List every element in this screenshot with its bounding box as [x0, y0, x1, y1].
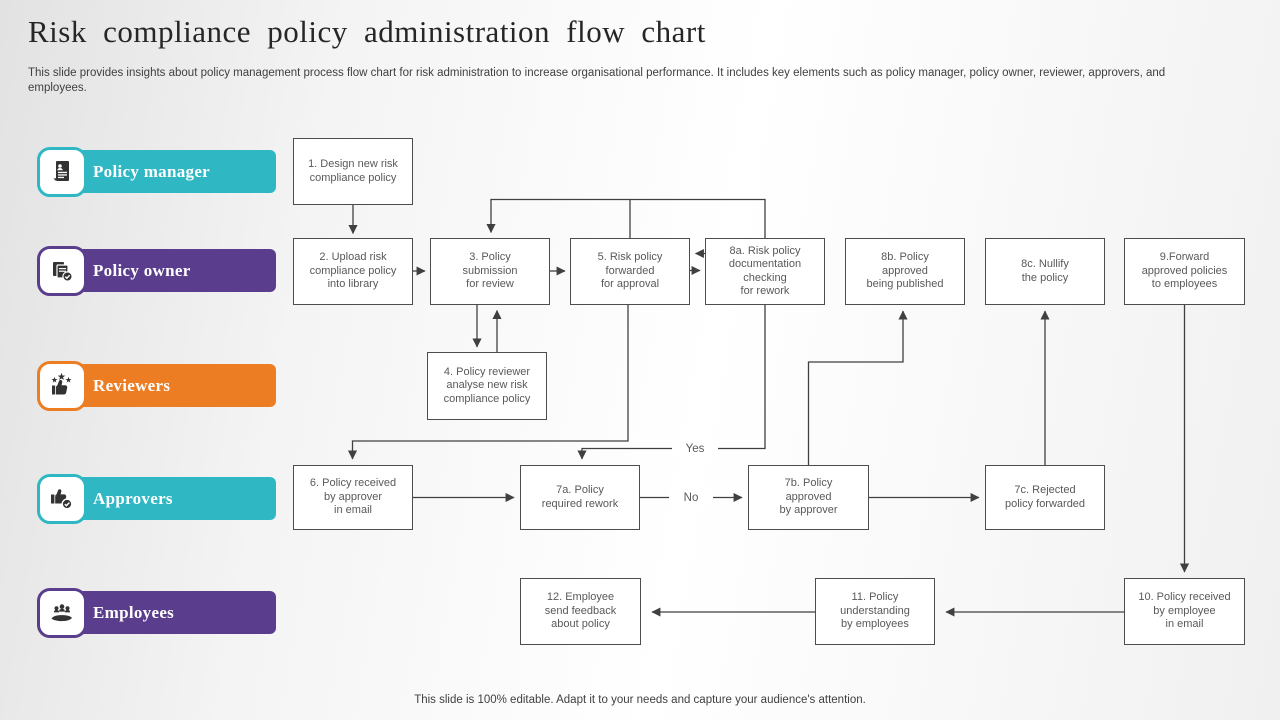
lane-icon-tile [37, 361, 87, 411]
lane-reviewers: Reviewers [37, 358, 277, 414]
flow-node-7a: 7a. Policy required rework [520, 465, 640, 530]
footer-note: This slide is 100% editable. Adapt it to… [414, 694, 866, 706]
person-document-icon [53, 161, 69, 181]
flow-node-12: 12. Employee send feedback about policy [520, 578, 641, 645]
lane-policy-owner: Policy owner [37, 243, 277, 299]
flow-node-2: 2. Upload risk compliance policy into li… [293, 238, 413, 305]
lane-label: Reviewers [93, 375, 171, 395]
lane-label: Employees [93, 602, 175, 622]
lane-icon-tile [37, 246, 87, 296]
lane-bar: Reviewers [56, 364, 276, 407]
lane-approvers: Approvers [37, 471, 277, 527]
lane-policy-manager: Policy manager [37, 144, 277, 200]
lane-bar: Policy manager [56, 150, 276, 193]
flow-node-10: 10. Policy received by employee in email [1124, 578, 1245, 645]
flow-node-7c: 7c. Rejected policy forwarded [985, 465, 1105, 530]
thumbsup-check-icon [51, 489, 73, 510]
lane-employees: Employees [37, 585, 277, 641]
lane-label: Approvers [93, 488, 173, 508]
flow-node-7b: 7b. Policy approved by approver [748, 465, 869, 530]
page-subtitle: This slide provides insights about polic… [28, 67, 1166, 94]
flow-node-8b: 8b. Policy approved being published [845, 238, 965, 305]
lane-bar: Approvers [56, 477, 276, 520]
page-title: Risk compliance policy administration fl… [28, 14, 706, 49]
flow-node-4: 4. Policy reviewer analyse new risk comp… [427, 352, 547, 420]
lane-icon-tile [37, 588, 87, 638]
lane-bar: Policy owner [56, 249, 276, 292]
hand-people-icon [51, 604, 72, 622]
lane-bar: Employees [56, 591, 276, 634]
flow-node-11: 11. Policy understanding by employees [815, 578, 935, 645]
flow-node-8a: 8a. Risk policy documentation checking f… [705, 238, 825, 305]
thumbsup-stars-icon [51, 372, 72, 395]
edge-label-no: No [669, 489, 713, 506]
flow-node-1: 1. Design new risk compliance policy [293, 138, 413, 205]
lane-label: Policy owner [93, 260, 191, 280]
edge-label-yes: Yes [672, 440, 718, 457]
documents-check-icon [53, 262, 73, 282]
lane-icon-tile [37, 147, 87, 197]
flow-node-8c: 8c. Nullify the policy [985, 238, 1105, 305]
flow-node-9: 9.Forward approved policies to employees [1124, 238, 1245, 305]
lane-label: Policy manager [93, 161, 211, 181]
lane-icon-tile [37, 474, 87, 524]
flow-node-6: 6. Policy received by approver in email [293, 465, 413, 530]
flow-node-5: 5. Risk policy forwarded for approval [570, 238, 690, 305]
flow-node-3: 3. Policy submission for review [430, 238, 550, 305]
